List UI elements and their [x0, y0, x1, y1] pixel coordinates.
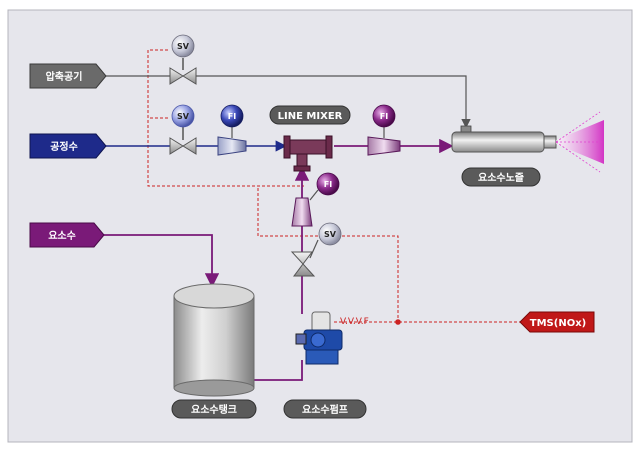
fi-label: FI [228, 112, 236, 121]
input-tag-compressed-air: 압축공기 [29, 63, 107, 89]
input-tag-urea-solution: 요소수 [29, 222, 105, 248]
sv-label: SV [177, 112, 190, 121]
fi-label: FI [380, 112, 388, 121]
sv-label: SV [324, 230, 337, 239]
line-mixer-label: LINE MIXER [278, 111, 343, 122]
solenoid-valve-urea: SV [290, 222, 342, 277]
input-tag-process-water: 공정수 [29, 133, 107, 159]
line-mixer: LINE MIXER [269, 105, 351, 172]
urea-pump: V.V.V.F 요소수펌프 [283, 311, 369, 419]
solenoid-valve-water: SV [169, 104, 197, 155]
input-label-compressed-air: 압축공기 [46, 70, 83, 83]
line-mixer-tag [269, 105, 351, 125]
tms-nox-label: TMS(NOx) [530, 318, 586, 329]
diagram-background [7, 9, 633, 443]
solenoid-valve-air: SV [169, 34, 197, 85]
signal-line-tms [342, 235, 399, 322]
fi-label: FI [324, 180, 332, 189]
urea-nozzle-label: 요소수노즐 [478, 172, 524, 184]
signal-line-sv3 [257, 186, 318, 237]
signal-lines [147, 49, 520, 323]
tms-nox-tag: TMS(NOx) [519, 311, 595, 333]
sv-label: SV [177, 42, 190, 51]
signal-line-sv1 [147, 49, 304, 187]
flow-indicator-mixed: FI [367, 104, 401, 156]
air-line [106, 75, 471, 129]
urea-tank-label: 요소수탱크 [191, 403, 237, 416]
flow-indicator-water: FI [217, 104, 247, 156]
urea-nozzle: 요소수노즐 [451, 111, 604, 187]
urea-pump-label: 요소수펌프 [302, 403, 348, 416]
flow-indicator-urea: FI [291, 172, 340, 227]
urea-line [104, 138, 454, 381]
input-label-urea-solution: 요소수 [48, 230, 76, 242]
vvvf-label: V.V.V.F [340, 317, 369, 327]
signal-junction [395, 319, 401, 325]
input-label-process-water: 공정수 [50, 140, 78, 153]
urea-tank: 요소수탱크 [171, 283, 257, 419]
